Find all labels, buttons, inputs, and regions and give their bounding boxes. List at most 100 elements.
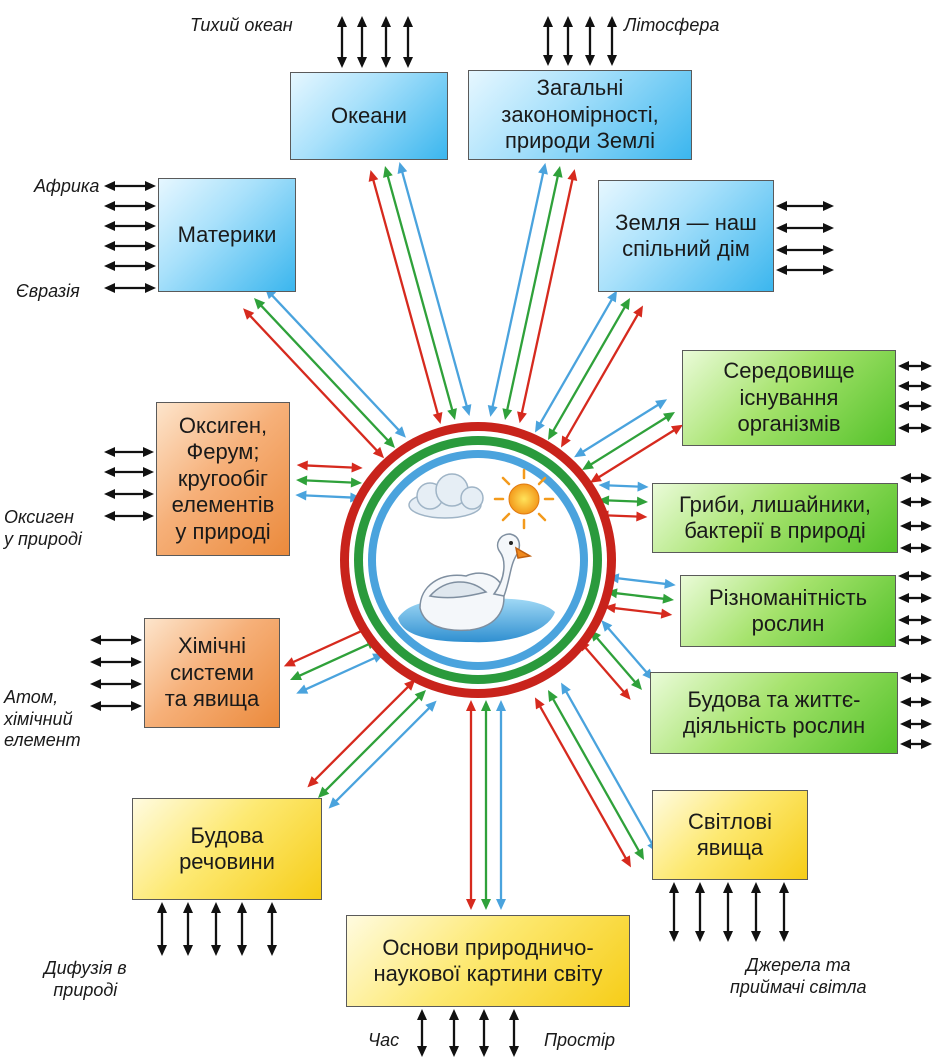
oceans-box: Океани (290, 72, 448, 160)
black-arrow (776, 265, 834, 275)
black-arrow (900, 673, 932, 683)
natural-science-basics-box: Основи природничо- наукової картини світ… (346, 915, 630, 1007)
black-arrow (267, 902, 277, 956)
label-time: Час (368, 1030, 400, 1050)
connector-arrow (466, 700, 476, 910)
black-arrow (417, 1009, 427, 1057)
black-arrow (90, 635, 142, 645)
black-arrow (357, 16, 367, 68)
connector-arrow (606, 588, 674, 604)
connector-arrow (383, 166, 457, 420)
connector-arrow (590, 630, 642, 690)
black-arrow (776, 245, 834, 255)
connector-arrow (582, 412, 675, 470)
black-arrow (381, 16, 391, 68)
black-arrow (900, 719, 932, 729)
connector-arrow (534, 697, 631, 868)
connector-arrow (487, 162, 548, 417)
black-arrow (900, 521, 932, 531)
connector-arrow (598, 480, 649, 492)
black-arrow (898, 381, 932, 391)
connector-arrow (290, 640, 378, 680)
black-arrow (104, 467, 154, 477)
connector-arrow (607, 573, 676, 589)
chemical-systems-box: Хімічні системи та явища (144, 618, 280, 728)
black-arrow (723, 882, 733, 942)
connector-arrow (296, 653, 385, 694)
black-arrow (403, 16, 413, 68)
black-arrow (898, 615, 932, 625)
black-arrow (104, 261, 156, 271)
black-arrow (898, 635, 932, 645)
plant-diversity-box: Різноманітність рослин (680, 575, 896, 647)
black-arrow (90, 657, 142, 667)
cloud-icon (408, 473, 484, 519)
black-arrow (104, 283, 156, 293)
label-eurasia: Євразія (16, 281, 80, 301)
connector-arrow (601, 620, 654, 681)
central-circle (340, 422, 616, 698)
connector-arrows (90, 16, 932, 1057)
connector-arrow (397, 162, 472, 417)
black-arrow (776, 201, 834, 211)
connector-arrow (589, 424, 683, 483)
connector-arrow (598, 495, 648, 507)
black-arrow (585, 16, 595, 66)
environment-box: Середовище існування організмів (682, 350, 896, 446)
black-arrow (898, 423, 932, 433)
black-arrow (776, 223, 834, 233)
black-arrow (90, 701, 142, 711)
black-arrow (607, 16, 617, 66)
black-arrow (898, 361, 932, 371)
black-arrow (779, 882, 789, 942)
connector-arrow (295, 490, 362, 503)
connector-arrow (318, 690, 426, 798)
black-arrow (543, 16, 553, 66)
label-light-sources: Джерела та приймачі світла (730, 955, 867, 997)
label-africa: Африка (34, 176, 100, 196)
connector-arrow (328, 700, 437, 809)
black-arrow (237, 902, 247, 956)
black-arrow (104, 511, 154, 521)
connector-arrow (296, 460, 363, 473)
black-arrow (479, 1009, 489, 1057)
connector-arrow (243, 308, 385, 459)
black-arrow (104, 447, 154, 457)
earth-home-box: Земля — наш спільний дім (598, 180, 774, 292)
plant-structure-box: Будова та життє- діяльність рослин (650, 672, 898, 754)
black-arrow (509, 1009, 519, 1057)
black-arrow (211, 902, 221, 956)
connector-arrow (481, 700, 491, 910)
black-arrow (183, 902, 193, 956)
light-phenomena-box: Світлові явища (652, 790, 808, 880)
label-diffusion: Дифузія в природі (44, 958, 127, 1000)
black-arrow (900, 739, 932, 749)
label-pacific: Тихий океан (190, 15, 293, 35)
black-arrow (157, 902, 167, 956)
general-regularities-box: Загальні закономірності, природи Землі (468, 70, 692, 160)
black-arrow (90, 679, 142, 689)
black-arrow (898, 571, 932, 581)
connector-arrow (548, 690, 644, 860)
black-arrow (449, 1009, 459, 1057)
connector-arrow (283, 626, 372, 667)
black-arrow (104, 489, 154, 499)
black-arrow (751, 882, 761, 942)
black-arrow (104, 181, 156, 191)
label-oxygen-nature: Оксиген у природі (4, 507, 82, 549)
black-arrow (900, 543, 932, 553)
black-arrow (669, 882, 679, 942)
black-arrow (563, 16, 573, 66)
black-arrow (695, 882, 705, 942)
connector-arrow (548, 298, 630, 440)
connector-arrow (574, 399, 668, 458)
black-arrow (900, 473, 932, 483)
black-arrow (898, 401, 932, 411)
label-atom: Атом, хімічний елемент (4, 687, 81, 751)
connector-arrow (496, 700, 506, 910)
connector-arrow (535, 290, 618, 433)
fungi-lichens-box: Гриби, лишайники, бактерії в природі (652, 483, 898, 553)
label-lithosphere: Літосфера (624, 15, 720, 35)
connector-arrow (560, 305, 643, 448)
